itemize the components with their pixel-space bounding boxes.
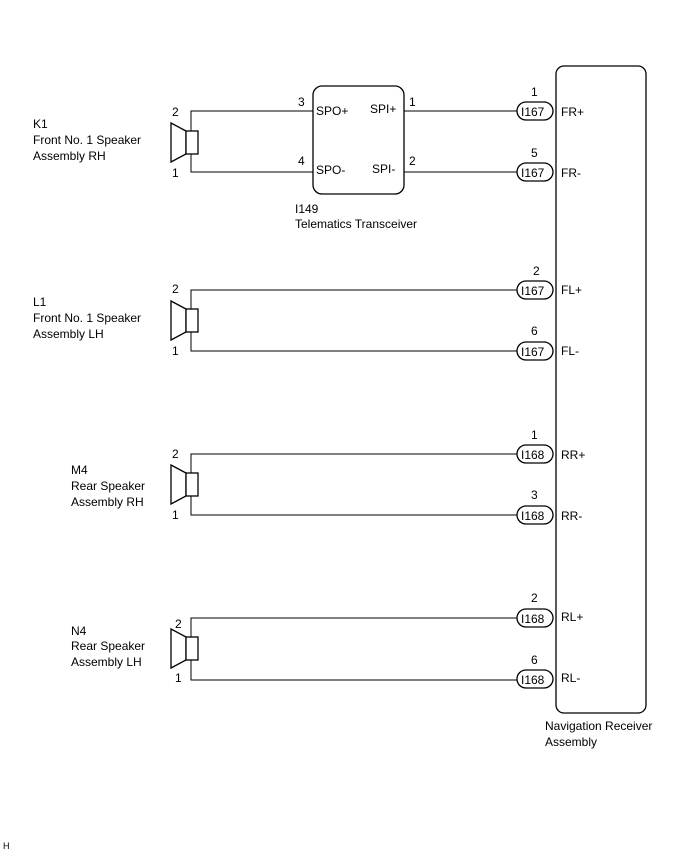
speaker-m4-pin-bottom: 1 [172, 508, 179, 522]
wire-l1-positive [190, 289, 517, 321]
corner-mark: H [3, 841, 10, 851]
terminal-rr-minus-pin: 3 [531, 488, 538, 502]
speaker-n4 [170, 627, 199, 670]
speaker-m4-pin-top: 2 [172, 447, 179, 461]
speaker-magnet-icon [185, 308, 199, 333]
terminal-rl-plus-label: RL+ [561, 610, 583, 624]
connector-i167-pill [516, 162, 554, 182]
wire-k1-negative [190, 143, 313, 173]
navigation-receiver-box [555, 65, 647, 714]
terminal-fl-minus-connector: I167 [521, 345, 545, 359]
transceiver-name: Telematics Transceiver [295, 217, 417, 231]
connector-i168-pill [516, 505, 554, 525]
transceiver-pin-4-number: 4 [298, 154, 305, 168]
terminal-rr-plus-label: RR+ [561, 448, 585, 462]
transceiver-pin-1-number: 1 [409, 95, 416, 109]
terminal-rl-plus-pin: 2 [531, 591, 538, 605]
terminal-fr-plus-connector: I167 [521, 105, 545, 119]
terminal-rl-minus-pin: 6 [531, 653, 538, 667]
receiver-name-line-1: Navigation Receiver [545, 719, 652, 733]
speaker-m4 [170, 463, 199, 506]
terminal-rr-minus-connector: I168 [521, 509, 545, 523]
connector-i167-pill [516, 101, 554, 121]
speaker-icon [170, 463, 187, 506]
speaker-n4-code: N4 [71, 624, 87, 638]
speaker-l1 [170, 299, 199, 342]
terminal-fl-plus-pin: 2 [533, 264, 540, 278]
transceiver-pin-spo-plus-label: SPO+ [316, 104, 348, 118]
speaker-k1-pin-bottom: 1 [172, 166, 179, 180]
terminal-fr-minus-label: FR- [561, 166, 581, 180]
speaker-l1-pin-top: 2 [172, 282, 179, 296]
transceiver-pin-2-number: 2 [409, 154, 416, 168]
speaker-l1-code: L1 [33, 295, 47, 309]
terminal-rl-minus-connector: I168 [521, 673, 545, 687]
connector-i168-pill [516, 608, 554, 628]
speaker-l1-name-line-2: Assembly LH [33, 327, 104, 341]
terminal-fr-minus-pin: 5 [531, 146, 538, 160]
terminal-fl-minus-label: FL- [561, 344, 579, 358]
speaker-m4-code: M4 [71, 463, 88, 477]
terminal-rl-plus-connector: I168 [521, 612, 545, 626]
speaker-m4-name-line-1: Rear Speaker [71, 479, 145, 493]
terminal-rr-plus-pin: 1 [531, 428, 538, 442]
speaker-magnet-icon [185, 472, 199, 497]
wire-m4-positive [190, 453, 517, 485]
speaker-icon [170, 299, 187, 342]
transceiver-pin-spi-minus-label: SPI- [372, 162, 395, 176]
wire-n4-positive [190, 617, 517, 649]
speaker-n4-pin-top: 2 [175, 617, 182, 631]
terminal-fl-plus-label: FL+ [561, 283, 582, 297]
receiver-name-line-2: Assembly [545, 735, 597, 749]
wire-n4-negative [190, 649, 517, 681]
terminal-fr-minus-connector: I167 [521, 166, 545, 180]
speaker-k1-name-line-1: Front No. 1 Speaker [33, 133, 141, 147]
terminal-fl-minus-pin: 6 [531, 324, 538, 338]
speaker-k1 [170, 121, 199, 164]
connector-i167-pill [516, 280, 554, 300]
speaker-l1-pin-bottom: 1 [172, 344, 179, 358]
telematics-transceiver-box [312, 85, 405, 195]
speaker-n4-name-line-2: Assembly LH [71, 655, 142, 669]
connector-i168-pill [516, 444, 554, 464]
terminal-rr-minus-label: RR- [561, 509, 582, 523]
speaker-k1-name-line-2: Assembly RH [33, 149, 106, 163]
terminal-rr-plus-connector: I168 [521, 448, 545, 462]
speaker-m4-name-line-2: Assembly RH [71, 495, 144, 509]
wire-k1-positive [190, 110, 313, 143]
terminal-fr-plus-label: FR+ [561, 105, 584, 119]
speaker-icon [170, 121, 187, 164]
terminal-fl-plus-connector: I167 [521, 284, 545, 298]
terminal-fr-plus-pin: 1 [531, 85, 538, 99]
transceiver-pin-3-number: 3 [298, 95, 305, 109]
speaker-icon [170, 627, 187, 670]
terminal-rl-minus-label: RL- [561, 671, 580, 685]
transceiver-code: I149 [295, 202, 319, 216]
speaker-k1-pin-top: 2 [172, 105, 179, 119]
connector-i167-pill [516, 341, 554, 361]
wire-m4-negative [190, 485, 517, 516]
transceiver-pin-spo-minus-label: SPO- [316, 163, 345, 177]
speaker-magnet-icon [185, 636, 199, 661]
speaker-l1-name-line-1: Front No. 1 Speaker [33, 311, 141, 325]
speaker-n4-pin-bottom: 1 [175, 671, 182, 685]
wire-l1-negative [190, 321, 517, 352]
speaker-k1-code: K1 [33, 117, 48, 131]
speaker-n4-name-line-1: Rear Speaker [71, 639, 145, 653]
speaker-magnet-icon [185, 130, 199, 155]
transceiver-pin-spi-plus-label: SPI+ [370, 102, 396, 116]
connector-i168-pill [516, 669, 554, 689]
